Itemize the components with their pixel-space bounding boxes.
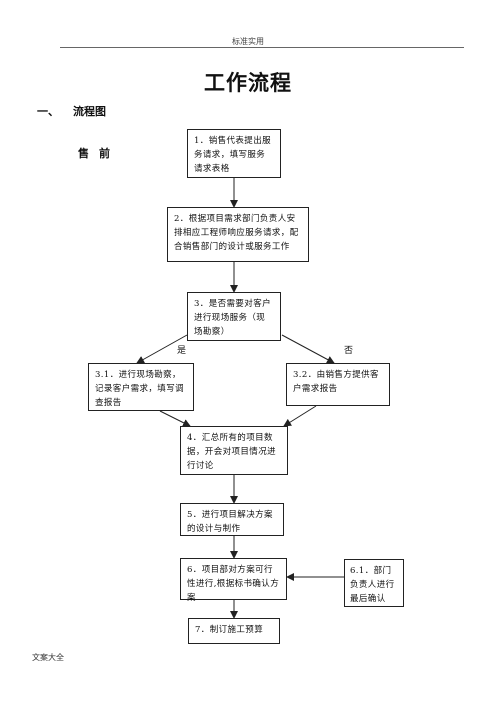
page-title: 工作流程 <box>204 70 292 95</box>
header-rule <box>60 47 464 48</box>
page-footer: 文案大全 <box>32 653 64 662</box>
step-7-box: 7．制订施工预算 <box>188 618 280 644</box>
branch-label-yes: 是 <box>177 346 187 356</box>
step-4-box: 4．汇总所有的项目数据，开会对项目情况进行讨论 <box>180 426 288 475</box>
page-header: 标准实用 <box>232 37 264 46</box>
section-number: 一、 <box>37 105 59 118</box>
step-3-2-box: 3.2．由销售方提供客户需求报告 <box>286 363 390 406</box>
section-title: 流程图 <box>73 105 106 118</box>
section-heading: 一、 流程图 <box>37 103 106 119</box>
side-label-presales: 售前 <box>78 147 120 160</box>
arrow-s3-s31 <box>136 334 188 364</box>
step-6-1-box: 6.1．部门负责人进行最后确认 <box>344 559 404 607</box>
arrow-s32-s4 <box>283 405 317 427</box>
arrow-s3-s32 <box>281 334 335 364</box>
step-2-box: 2．根据项目需求部门负责人安排相应工程师响应服务请求，配合销售部门的设计或服务工… <box>167 207 309 262</box>
step-6-box: 6．项目部对方案可行性进行,根据标书确认方案 <box>180 558 287 603</box>
step-3-box: 3．是否需要对客户进行现场服务（现场勘察） <box>187 292 281 341</box>
step-1-box: 1．销售代表提出服务请求，填写服务请求表格 <box>187 129 281 178</box>
step-3-1-box: 3.1．进行现场勘察，记录客户需求，填写调查报告 <box>88 363 194 411</box>
arrow-s31-s4 <box>159 410 191 427</box>
step-5-box: 5．进行项目解决方案的设计与制作 <box>180 503 284 536</box>
branch-label-no: 否 <box>344 346 354 356</box>
